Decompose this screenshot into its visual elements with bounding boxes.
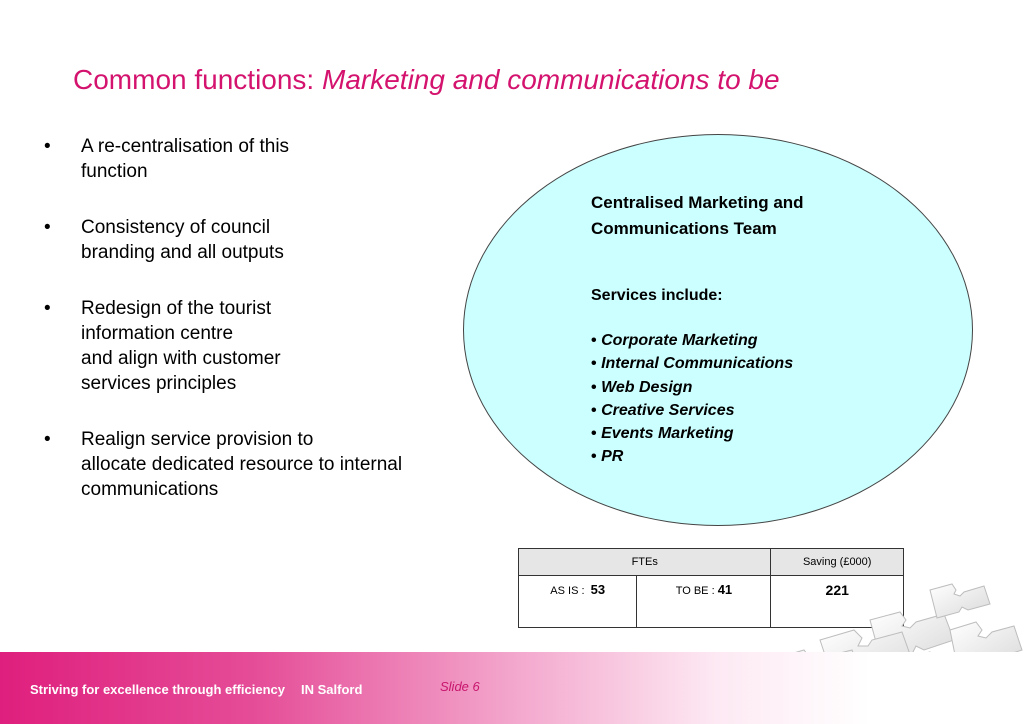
service-item: • Web Design: [591, 376, 804, 399]
bullet-item: • Redesign of the tourist information ce…: [44, 296, 464, 396]
saving-header: Saving (£000): [770, 548, 904, 576]
service-name: Web Design: [601, 378, 693, 396]
service-bullet: •: [591, 355, 597, 373]
as-is-label: AS IS :: [550, 585, 585, 597]
bullet-line: Realign service provision to: [81, 429, 314, 450]
services-label: Services include:: [591, 287, 723, 304]
as-is-value: 53: [590, 582, 606, 597]
bullet-symbol: •: [44, 217, 51, 238]
fte-table: FTEs Saving (£000) AS IS : 53 TO BE : 41…: [517, 548, 904, 628]
bullet-item: • A re-centralisation of this function: [44, 134, 464, 184]
slide-number: Slide 6: [440, 679, 480, 694]
team-heading: Centralised Marketing and Communications…: [591, 190, 804, 242]
footer-tagline: Striving for excellence through efficien…: [30, 682, 286, 697]
as-is-cell: AS IS : 53: [517, 575, 638, 628]
bullet-line: and align with customer: [81, 348, 281, 369]
footer-band: [0, 652, 1024, 724]
service-name: Internal Communications: [601, 355, 794, 373]
bullet-line: branding and all outputs: [81, 242, 284, 263]
title-emphasis: Marketing and communications to be: [322, 64, 780, 95]
service-name: Events Marketing: [601, 425, 734, 443]
footer-tagline-block: Striving for excellence through efficien…: [30, 682, 362, 697]
bullet-line: information centre: [81, 323, 234, 344]
service-item: • PR: [591, 445, 804, 468]
team-heading-line: Centralised Marketing and: [591, 193, 804, 212]
service-name: PR: [601, 448, 624, 466]
bullet-line: function: [81, 161, 148, 182]
to-be-cell: TO BE : 41: [636, 575, 772, 628]
to-be-label: TO BE :: [675, 585, 715, 597]
service-bullet: •: [591, 332, 597, 349]
fte-header: FTEs: [517, 548, 772, 576]
bullet-list: • A re-centralisation of this function •…: [44, 134, 464, 533]
service-name: Corporate Marketing: [601, 332, 758, 349]
service-bullet: •: [591, 425, 597, 443]
slide-title: Common functions: Marketing and communic…: [73, 64, 780, 96]
bullet-symbol: •: [44, 298, 51, 319]
service-item: • Events Marketing: [591, 422, 804, 445]
bullet-symbol: •: [44, 136, 51, 157]
service-name: Creative Services: [601, 401, 735, 419]
to-be-value: 41: [717, 582, 733, 597]
footer-brand: IN Salford: [301, 682, 363, 697]
service-bullet: •: [591, 448, 597, 466]
bullet-item: • Consistency of council branding and al…: [44, 215, 464, 265]
team-ellipse: [463, 134, 973, 526]
service-bullet: •: [591, 401, 597, 419]
service-bullet: •: [591, 378, 597, 396]
service-item: • Creative Services: [591, 399, 804, 422]
team-description: Centralised Marketing and Communications…: [591, 190, 804, 469]
service-item: • Corporate Marketing: [591, 329, 804, 352]
title-prefix: Common functions:: [73, 64, 322, 95]
bullet-symbol: •: [44, 429, 51, 450]
bullet-line: communications: [81, 479, 219, 500]
team-heading-line: Communications Team: [591, 219, 777, 238]
bullet-item: • Realign service provision to allocate …: [44, 427, 464, 502]
bullet-line: Redesign of the tourist: [81, 298, 272, 319]
table-header-row: FTEs Saving (£000): [517, 548, 904, 576]
bullet-line: Consistency of council: [81, 217, 271, 238]
bullet-line: A re-centralisation of this: [81, 136, 290, 157]
table-row: AS IS : 53 TO BE : 41 221: [517, 575, 904, 628]
services-list: • Corporate Marketing • Internal Communi…: [591, 329, 804, 469]
bullet-line: services principles: [81, 373, 237, 394]
service-item: • Internal Communications: [591, 352, 804, 375]
bullet-line: allocate dedicated resource to internal: [81, 454, 403, 475]
